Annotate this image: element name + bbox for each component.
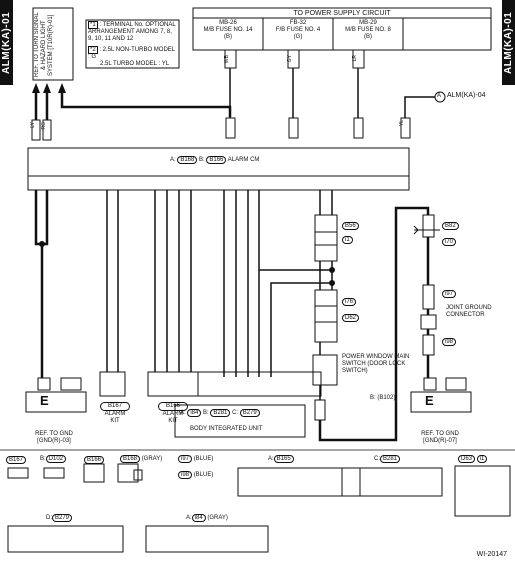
alarm-kit-2: B166 ALARM KIT <box>158 402 188 425</box>
conn-i98: i98 <box>442 338 457 346</box>
notes-box <box>85 19 180 69</box>
conn-i70: i70 <box>442 238 457 246</box>
ground-left: E <box>40 393 49 408</box>
wire-rg: RG <box>41 122 47 130</box>
legend-d63: D63 i1 <box>458 455 488 463</box>
legend-b281: C:B281 <box>374 455 401 463</box>
alarm-kit-1: B167 ALARM KIT <box>100 402 130 425</box>
note-2-line2: 2.5L TURBO MODEL : YL <box>100 61 170 67</box>
alm-ref-marker[interactable]: A ALM(KA)-04 <box>437 92 486 99</box>
joint-ground-connector: JOINT GROUND CONNECTOR <box>446 305 492 318</box>
legend-b168: B168 (GRAY) <box>120 455 162 463</box>
power-supply-box <box>192 7 492 51</box>
note-2-line1: : 2.5L NON-TURBO MODEL : G <box>88 47 175 60</box>
legend-b279: D:B279 <box>46 514 73 522</box>
wire-wb: WB <box>224 55 230 64</box>
legend-b166: B166 <box>84 456 105 464</box>
footer-code: WI-20147 <box>476 551 507 558</box>
ref-gnd-right[interactable]: REF. TO GND [GND(R)-07] <box>421 431 459 444</box>
note-1-text: : TERMINAL No. OPTIONAL ARRANGEMENT AMON… <box>88 22 176 42</box>
body-unit-box <box>174 404 306 438</box>
ref-box-left <box>32 7 74 81</box>
alarm-cm-box <box>27 147 410 191</box>
legend-i84: A:i84 (GRAY) <box>186 514 228 522</box>
wire-gy: GY <box>287 55 293 63</box>
conn-b56: B56 <box>342 222 359 230</box>
ref-turn-signal[interactable]: REF. TO TURN SIGNAL & HAZARD LIGHT SYSTE… <box>34 12 54 78</box>
legend-b167: B167 <box>6 456 27 464</box>
note-2-mark: *2 <box>88 46 98 54</box>
legend-b165: A:B165 <box>268 455 294 463</box>
ref-gnd-left[interactable]: REF. TO GND [GND(R)-03] <box>35 431 73 444</box>
body-unit-conns: A: i84 B: B281 C: B279 <box>180 409 260 417</box>
conn-i76: i76 <box>342 298 357 306</box>
power-supply-title: TO POWER SUPPLY CIRCUIT <box>293 10 391 17</box>
notes: *1 : TERMINAL No. OPTIONAL ARRANGEMENT A… <box>88 21 178 68</box>
conn-d62: D62 <box>342 314 360 322</box>
conn-i97: i97 <box>442 290 457 298</box>
note-1-mark: *1 <box>88 21 98 29</box>
wire-yl: YL <box>399 120 405 127</box>
alarm-cm-label: A: B168 B: B166 ALARM CM <box>170 156 260 164</box>
body-unit-label: BODY INTEGRATED UNIT <box>190 426 263 432</box>
legend-d102: B:D102 <box>40 455 67 463</box>
conn-i1: i1 <box>342 236 353 244</box>
ground-right: E <box>425 393 434 408</box>
conn-b82: B82 <box>442 222 459 230</box>
pw-switch-conn: B: (B102) <box>370 395 396 401</box>
legend-i98: i98 (BLUE) <box>178 471 213 479</box>
power-window-switch: POWER WINDOW MAIN SWITCH (DOOR LOCK SWIT… <box>342 354 410 374</box>
legend-i97: i97 (BLUE) <box>178 455 213 463</box>
wire-lr: LR <box>352 55 358 62</box>
wire-ly: LY <box>30 122 36 128</box>
